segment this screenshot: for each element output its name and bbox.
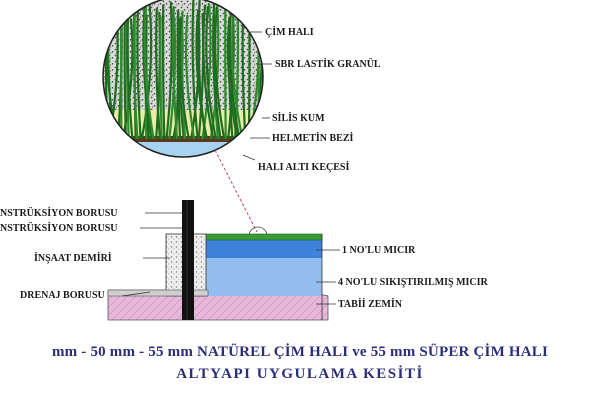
left-leader-lines — [121, 212, 182, 297]
detail-circle-outline — [102, 0, 264, 158]
grass-blade — [202, 4, 215, 140]
grass-blade — [228, 2, 241, 140]
label-helmetin: HELMETİN BEZİ — [272, 132, 354, 144]
turf-top-layer — [204, 233, 323, 241]
label-cim-hali: ÇİM HALI — [265, 26, 314, 38]
caption-line-2: ALTYAPI UYGULAMA KESİTİ — [176, 366, 424, 382]
grass-blade — [143, 0, 155, 140]
grass-blade — [161, 4, 166, 140]
grass-blade — [155, 7, 162, 140]
grass-blade — [177, 18, 185, 140]
grass-blade — [191, 0, 199, 140]
right-leader-lines — [316, 249, 340, 305]
cross-section — [107, 200, 329, 321]
grass-blade — [247, 7, 251, 140]
drainage-base — [107, 289, 209, 297]
gravel-1-layer — [205, 240, 322, 258]
grass-blade — [184, 14, 196, 140]
caption-line-1: mm - 50 mm - 55 mm NATÜREL ÇİM HALI ve 5… — [51, 344, 549, 360]
label-sbr: SBR LASTİK GRANÜL — [275, 57, 381, 70]
grass-blade — [172, 6, 179, 140]
label-hali-alti: HALI ALTI KEÇESİ — [258, 161, 349, 173]
grass-blade — [212, 0, 222, 140]
backing-layer — [103, 136, 263, 142]
grass-blade — [142, 3, 153, 140]
construction-pipe — [182, 200, 194, 320]
grass-blade — [180, 10, 187, 140]
underlay-felt-layer — [103, 142, 263, 157]
grass-blade — [205, 6, 217, 140]
gravel-4-layer — [205, 258, 322, 296]
grass-blade — [231, 10, 244, 140]
label-insaat-demiri: İNŞAAT DEMİRİ — [34, 252, 112, 264]
label-micir-1: 1 NO'LU MICIR — [342, 245, 416, 256]
grass-blade — [159, 15, 163, 140]
label-silis: SİLİS KUM — [272, 112, 325, 124]
label-micir-4: 4 NO'LU SIKIŞTIRILMIŞ MICIR — [338, 277, 489, 288]
grass-blade — [226, 16, 239, 140]
grass-blade — [136, 5, 142, 140]
turf-detail-circle — [103, 0, 263, 157]
grass-blade — [176, 12, 182, 140]
grass-blade — [165, 1, 173, 140]
grass-blade — [214, 6, 226, 140]
grass-blade — [140, 3, 153, 140]
grass-blade — [132, 1, 139, 140]
detail-connector-line — [214, 149, 258, 233]
label-drenaj: DRENAJ BORUSU — [20, 290, 105, 301]
grass-blade — [178, 18, 190, 140]
grass-blade — [123, 18, 127, 140]
grass-blade — [195, 9, 208, 140]
label-konstruksiyon-1: NSTRÜKSİYON BORUSU — [0, 206, 118, 219]
circle-leader-lines — [242, 31, 272, 161]
label-tabii-zemin: TABİİ ZEMİN — [338, 298, 403, 310]
label-konstruksiyon-2: NSTRÜKSİYON BORUSU — [0, 221, 118, 234]
